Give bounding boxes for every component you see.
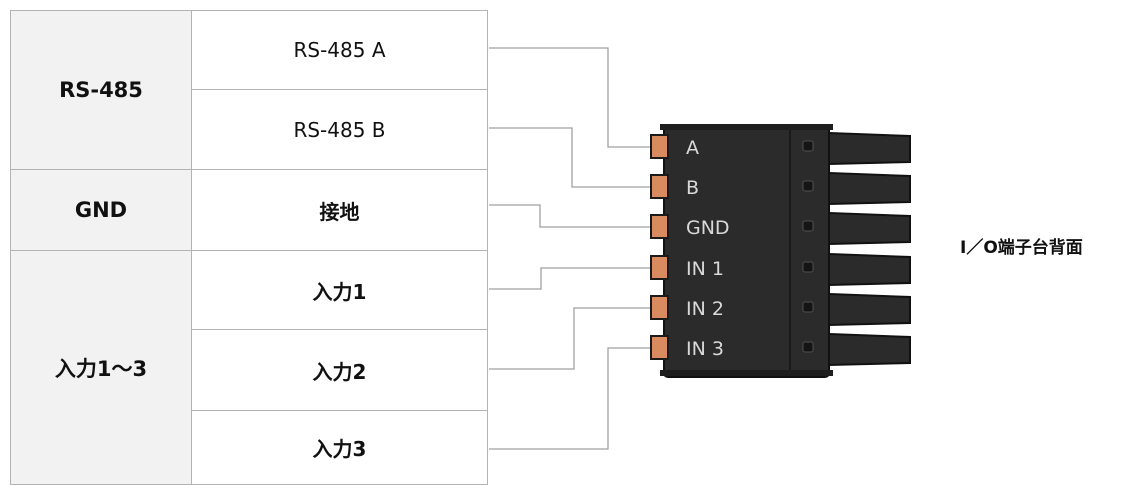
connector-line-gnd <box>489 204 655 228</box>
pin-labels: A B GND IN 1 IN 2 IN 3 <box>686 137 730 360</box>
screw-holes <box>802 140 814 353</box>
terminal-caption: I／O端子台背面 <box>960 238 1083 258</box>
pin-label-in2: IN 2 <box>686 298 724 320</box>
connector-line-b <box>489 127 655 188</box>
pin-contact-in3 <box>650 335 669 360</box>
terminal-top-rim <box>660 124 833 130</box>
signal-cell-input-1: 入力1 <box>191 250 488 330</box>
screw-hole <box>802 261 814 273</box>
signal-cell-input-2: 入力2 <box>191 329 488 411</box>
pin-label-b: B <box>686 177 699 199</box>
pin-contact-a <box>650 134 669 159</box>
signal-label: 接地 <box>319 199 360 224</box>
signal-cell-rs485-a: RS-485 A <box>191 10 488 90</box>
pin-label-gnd: GND <box>686 217 730 239</box>
pin-label-a: A <box>686 137 699 159</box>
screw-hole <box>802 301 814 313</box>
clamp-finger <box>828 292 911 327</box>
terminal-bottom-rim <box>660 370 833 376</box>
clamp-fingers <box>828 131 911 367</box>
screw-hole <box>802 180 814 192</box>
clamp-finger <box>828 332 911 367</box>
group-label: RS-485 <box>59 78 143 102</box>
terminal-block: A B GND IN 1 IN 2 IN 3 <box>650 124 911 378</box>
signal-label: 入力1 <box>312 279 367 304</box>
group-label: 入力1〜3 <box>54 356 148 381</box>
signal-label: 入力3 <box>312 437 367 461</box>
pin-contact-in1 <box>650 255 669 280</box>
screw-hole <box>802 140 814 152</box>
pin-contact-b <box>650 174 669 199</box>
clamp-finger <box>828 211 911 246</box>
pin-contact-in2 <box>650 295 669 320</box>
pin-label-in3: IN 3 <box>686 338 724 360</box>
connector-line-in2 <box>489 307 655 370</box>
screw-hole <box>802 220 814 232</box>
signal-label: RS-485 A <box>293 38 386 62</box>
signal-label: 入力2 <box>312 359 367 384</box>
group-label: GND <box>74 198 128 222</box>
group-cell-inputs: 入力1〜3 <box>10 250 192 485</box>
connector-line-a <box>489 47 655 148</box>
connector-lines <box>489 47 655 450</box>
signal-cell-input-3: 入力3 <box>191 410 488 485</box>
pin-contact-gnd <box>650 214 669 239</box>
connector-line-in3 <box>489 347 655 450</box>
signal-label: RS-485 B <box>293 117 386 142</box>
signal-cell-ground: 接地 <box>191 169 488 251</box>
clamp-finger <box>828 252 911 287</box>
pin-contacts <box>650 134 669 360</box>
group-cell-rs485: RS-485 <box>10 10 192 170</box>
pin-label-in1: IN 1 <box>686 258 724 280</box>
clamp-finger <box>828 131 911 166</box>
screw-hole <box>802 341 814 353</box>
signal-cell-rs485-b: RS-485 B <box>191 89 488 170</box>
clamp-finger <box>828 171 911 206</box>
connector-line-in1 <box>489 267 655 290</box>
